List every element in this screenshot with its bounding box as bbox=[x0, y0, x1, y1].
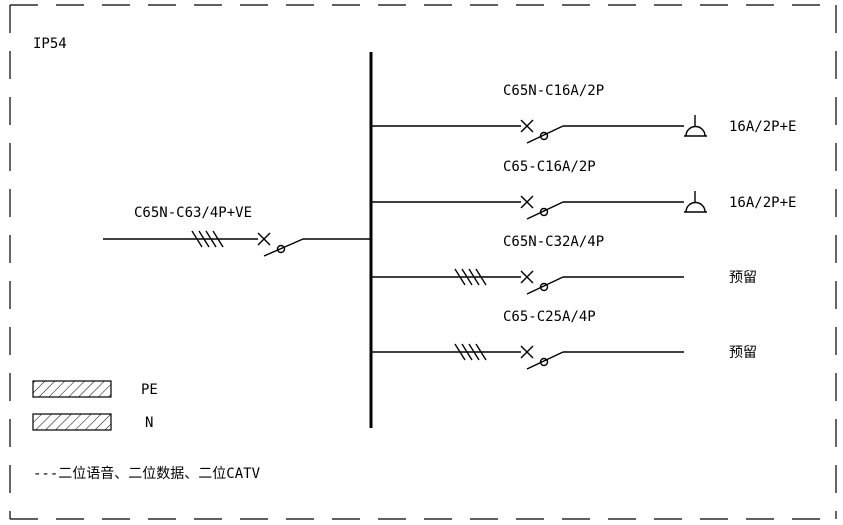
enclosure-border bbox=[9, 4, 837, 520]
breaker-switch-icon bbox=[520, 345, 564, 370]
socket-outlet-icon bbox=[684, 115, 707, 137]
incoming-breaker-label: C65N-C63/4P+VE bbox=[134, 205, 252, 221]
incoming-feeder: C65N-C63/4P+VE bbox=[103, 205, 371, 257]
legend-n: N bbox=[32, 413, 153, 431]
branch-breaker-label: C65-C25A/4P bbox=[503, 309, 596, 325]
n-hatch-swatch bbox=[32, 413, 112, 431]
phase-ticks-icon bbox=[454, 343, 487, 361]
branch-breaker-label: C65-C16A/2P bbox=[503, 159, 596, 175]
breaker-switch-icon bbox=[520, 270, 564, 295]
branch-circuit: C65-C25A/4P 预留 bbox=[371, 309, 757, 370]
socket-outlet-icon bbox=[684, 191, 707, 213]
breaker-switch-icon bbox=[520, 195, 564, 220]
branch-load-label: 预留 bbox=[729, 270, 757, 286]
breaker-switch-icon bbox=[520, 119, 564, 144]
phase-ticks-icon bbox=[191, 230, 224, 248]
branch-load-label: 预留 bbox=[729, 345, 757, 361]
legend-pe: PE bbox=[32, 380, 158, 398]
branch-breaker-label: C65N-C16A/2P bbox=[503, 83, 604, 99]
branch-load-label: 16A/2P+E bbox=[729, 195, 796, 211]
branch-load-label: 16A/2P+E bbox=[729, 119, 796, 135]
branch-circuit: C65N-C16A/2P 16A/2P+E bbox=[371, 83, 796, 144]
branch-breaker-label: C65N-C32A/4P bbox=[503, 234, 604, 250]
breaker-switch-icon bbox=[257, 232, 304, 257]
pe-hatch-swatch bbox=[32, 380, 112, 398]
branch-circuit: C65N-C32A/4P 预留 bbox=[371, 234, 757, 295]
enclosure-rating: IP54 bbox=[33, 36, 67, 52]
phase-ticks-icon bbox=[454, 268, 487, 286]
legend-n-label: N bbox=[145, 415, 153, 431]
note-text: ---二位语音、二位数据、二位CATV bbox=[33, 465, 261, 482]
branch-circuit: C65-C16A/2P 16A/2P+E bbox=[371, 159, 796, 220]
legend-pe-label: PE bbox=[141, 382, 158, 398]
branch-circuits: C65N-C16A/2P16A/2P+EC65-C16A/2P16A/2P+EC… bbox=[371, 83, 796, 370]
